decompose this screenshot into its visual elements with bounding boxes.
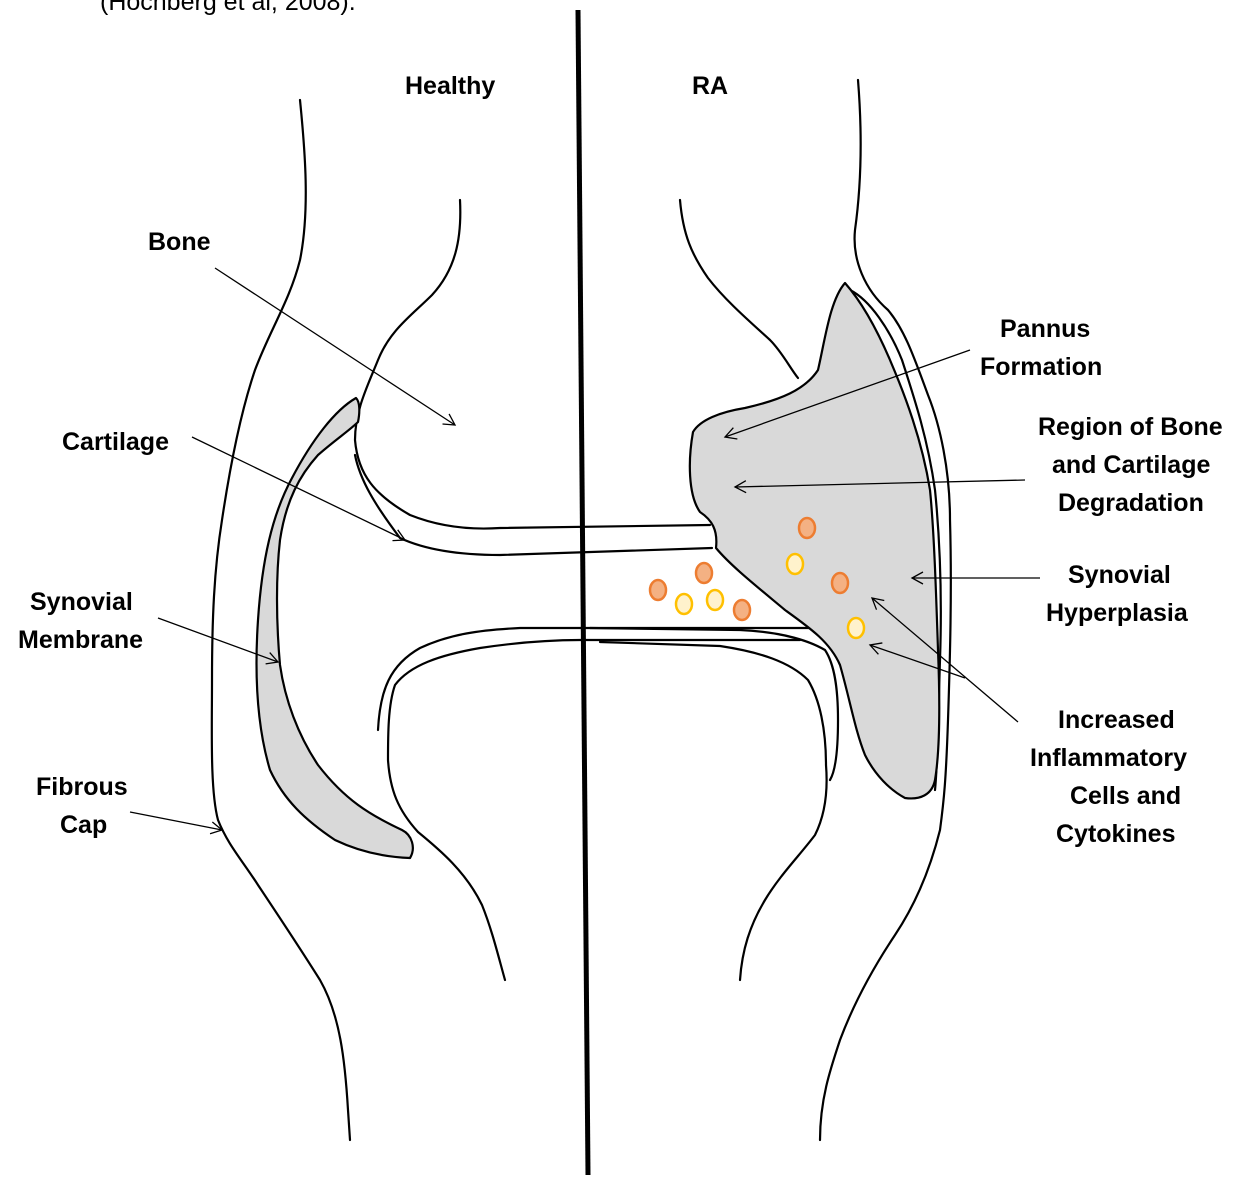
ra-lower-bone	[600, 642, 827, 980]
label-cartilage: Cartilage	[62, 428, 169, 456]
inflammatory-cell-yellow	[707, 590, 723, 610]
label-bone: Bone	[148, 228, 211, 256]
healthy-lower-bone	[388, 640, 800, 980]
label-pannus-formation: Pannus Formation	[980, 315, 1102, 381]
heading-ra: RA	[692, 72, 728, 100]
citation-text: (Hochberg et al, 2008).	[100, 0, 356, 16]
heading-healthy: Healthy	[405, 72, 495, 100]
label-synovial-hyperplasia: Synovial Hyperplasia	[1046, 561, 1189, 627]
ra-lower-cartilage	[590, 628, 838, 780]
label-degradation-region: Region of Bone and Cartilage Degradation	[1038, 413, 1230, 517]
healthy-lower-cartilage-top	[378, 628, 820, 730]
inflammatory-cell-yellow	[676, 594, 692, 614]
healthy-fibrous-capsule	[212, 100, 350, 1140]
inflammatory-cell-orange	[832, 573, 848, 593]
healthy-upper-cartilage	[355, 455, 712, 555]
inflammatory-cell-orange	[696, 563, 712, 583]
inflammatory-cell-yellow	[787, 554, 803, 574]
inflammatory-cell-yellow	[848, 618, 864, 638]
healthy-synovial-membrane	[257, 398, 413, 858]
ra-upper-bone	[680, 200, 798, 378]
label-inflammatory-cells: Increased Inflammatory Cells and Cytokin…	[1030, 706, 1194, 848]
arrow-cartilage	[192, 437, 405, 540]
inflammatory-cell-orange	[650, 580, 666, 600]
healthy-upper-bone	[355, 200, 710, 529]
label-synovial-membrane: Synovial Membrane	[18, 588, 143, 654]
label-fibrous-cap: Fibrous Cap	[36, 773, 135, 839]
arrow-fibrous-cap	[130, 812, 222, 830]
arrow-bone	[215, 268, 455, 425]
divider-line	[578, 10, 588, 1175]
inflammatory-cell-orange	[734, 600, 750, 620]
inflammatory-cell-orange	[799, 518, 815, 538]
